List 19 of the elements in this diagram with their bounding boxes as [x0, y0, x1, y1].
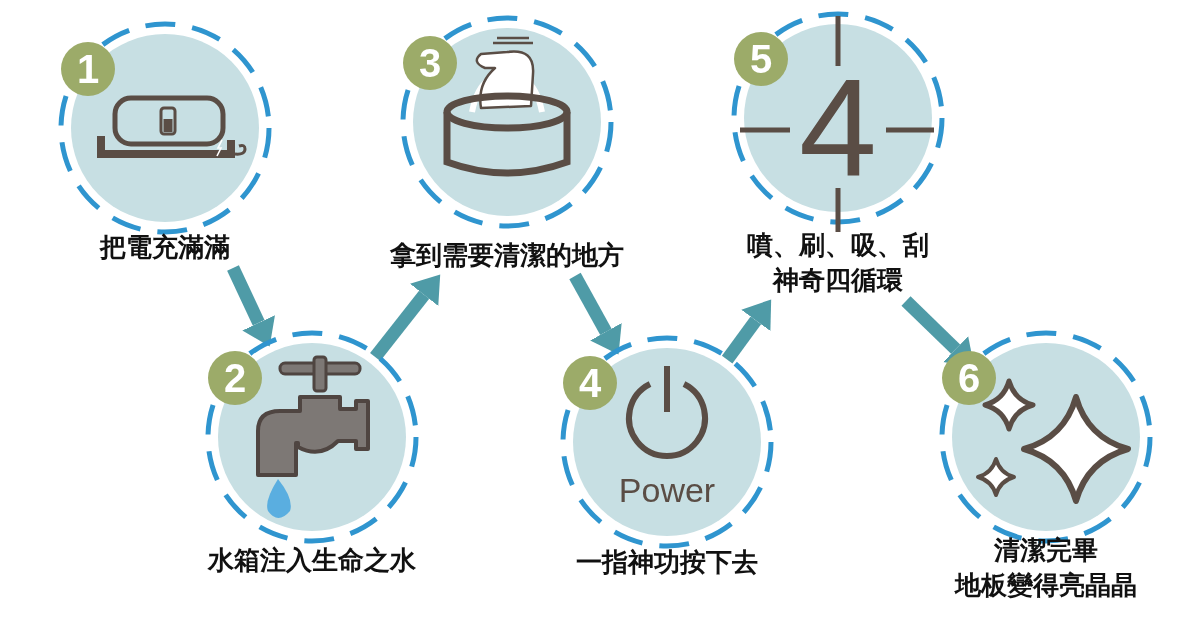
step-number: 4: [563, 356, 617, 410]
step-caption: 拿到需要清潔的地方: [389, 239, 625, 272]
step-number: 3: [403, 36, 457, 90]
step-caption: 水箱注入生命之水: [206, 544, 417, 577]
step-number: 5: [734, 32, 788, 86]
step-caption: 一指神功按下去: [575, 546, 759, 579]
step-caption: 噴、刷、吸、刮神奇四循環: [746, 229, 930, 297]
arrow: [721, 299, 772, 364]
arrow: [227, 265, 275, 347]
step-caption: 地板變得亮晶晶: [953, 569, 1138, 602]
step-number: 1: [61, 42, 115, 96]
step-caption: 把電充滿滿: [98, 231, 231, 264]
step-number: 6: [942, 351, 996, 405]
step-caption: 清潔完畢: [993, 534, 1099, 567]
arrow: [370, 274, 441, 361]
step-number: 2: [208, 351, 262, 405]
step-digit: 4: [799, 58, 877, 198]
power-label: Power: [618, 473, 716, 507]
arrow: [569, 272, 622, 355]
